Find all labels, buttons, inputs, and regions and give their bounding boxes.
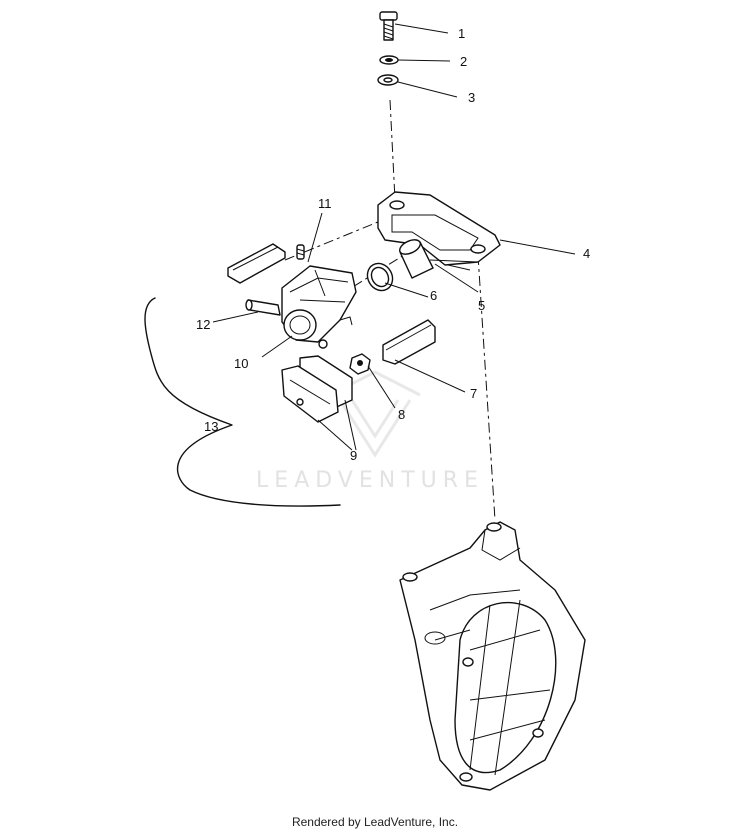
callout-8: 8 xyxy=(398,407,405,422)
brake-pad-front-part xyxy=(281,365,339,423)
flat-washer-part xyxy=(377,74,399,86)
axis-line-bolt xyxy=(389,99,396,201)
callout-13: 13 xyxy=(204,419,218,434)
callout-12: 12 xyxy=(196,317,210,332)
lower-housing-part xyxy=(399,521,586,791)
bolt-part xyxy=(379,11,398,41)
callout-2: 2 xyxy=(460,54,467,69)
callout-5: 5 xyxy=(478,298,485,313)
callout-4: 4 xyxy=(583,246,590,261)
lock-washer-part xyxy=(379,55,399,65)
o-ring-part xyxy=(366,262,394,292)
callout-3: 3 xyxy=(468,90,475,105)
bleed-screw-part xyxy=(296,244,305,260)
leader-lines xyxy=(212,23,576,451)
brake-line-part xyxy=(245,299,281,316)
caliper-body-part xyxy=(281,265,357,349)
axis-line-bracket xyxy=(477,254,496,521)
bushing-part xyxy=(399,239,434,279)
footer-credit: Rendered by LeadVenture, Inc. xyxy=(291,815,459,829)
callout-11: 11 xyxy=(318,196,332,211)
axis-line-caliper xyxy=(284,214,396,261)
callout-10: 10 xyxy=(234,356,248,371)
callout-7: 7 xyxy=(470,386,477,401)
shim-plate-right-part xyxy=(382,319,436,365)
shim-plate-left-part xyxy=(227,243,286,284)
watermark-text: LEADVENTURE xyxy=(256,468,484,493)
group-brace-13 xyxy=(144,297,341,507)
callout-6: 6 xyxy=(430,288,437,303)
nut-part xyxy=(349,353,371,375)
callout-9: 9 xyxy=(350,448,357,463)
callout-1: 1 xyxy=(458,26,465,41)
mounting-bracket-part xyxy=(377,191,501,271)
